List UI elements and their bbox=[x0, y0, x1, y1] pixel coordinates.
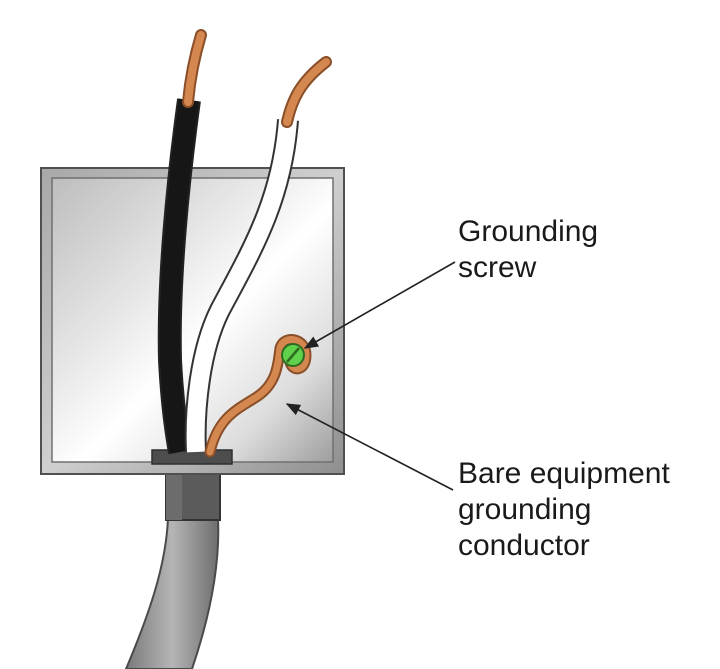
grounding-screw-leader bbox=[303, 261, 456, 349]
grounding-screw-label: Grounding screw bbox=[458, 214, 598, 286]
grounding-screw-label-line-2: screw bbox=[458, 251, 537, 284]
bare-conductor-label-line-1: Bare equipment bbox=[458, 457, 670, 490]
bare-conductor-label-line-2: grounding bbox=[458, 493, 592, 526]
grounding-screw-icon bbox=[281, 343, 305, 367]
conduit bbox=[124, 517, 220, 669]
bare-conductor-label-line-3: conductor bbox=[458, 529, 590, 562]
bare-conductor-leader bbox=[285, 403, 454, 491]
bare-conductor-label: Bare equipment grounding conductor bbox=[458, 456, 670, 564]
grounding-screw-label-line-1: Grounding bbox=[458, 215, 599, 248]
